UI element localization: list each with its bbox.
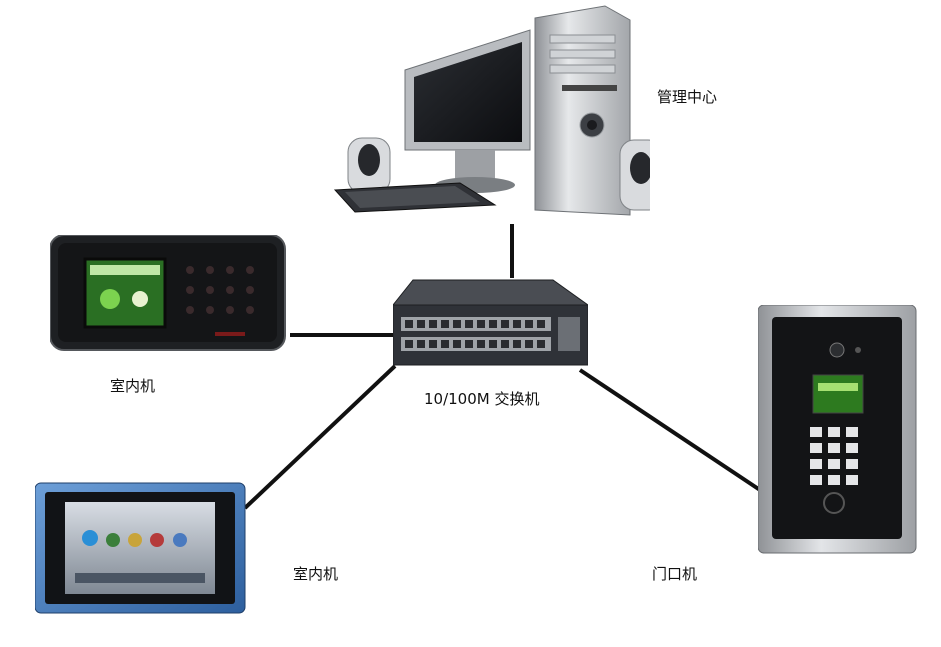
monitor	[404, 29, 531, 193]
door-unit	[758, 305, 917, 554]
wire-switch-to-indoor-unit-2	[243, 364, 397, 510]
switch-label: 10/100M 交换机	[424, 390, 540, 408]
keyboard	[333, 182, 497, 213]
pc-tower	[534, 5, 631, 216]
indoor-unit-1	[50, 235, 286, 351]
indoor-unit-2	[35, 482, 246, 614]
management-center-label: 管理中心	[657, 88, 718, 106]
management-center-computer	[333, 5, 650, 216]
network-switch	[393, 279, 588, 366]
right-speaker	[619, 139, 650, 211]
left-speaker	[347, 137, 391, 194]
indoor-unit-1-label: 室内机	[110, 377, 156, 395]
indoor-unit-2-label: 室内机	[293, 565, 339, 583]
door-unit-label: 门口机	[652, 565, 698, 583]
wire-switch-to-door-unit	[578, 368, 762, 492]
